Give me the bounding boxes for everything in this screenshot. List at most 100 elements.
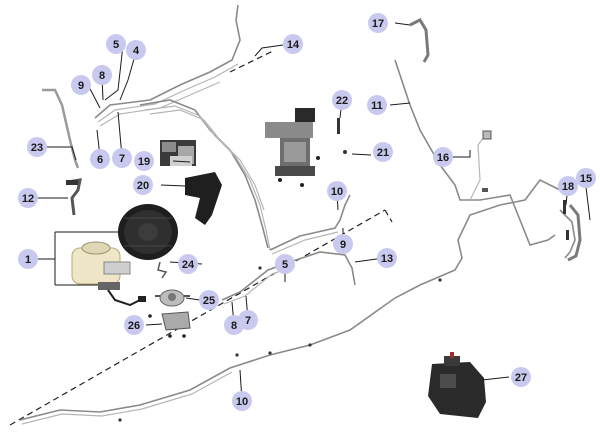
- hose-15: [567, 204, 582, 262]
- callout-circle: [178, 254, 198, 274]
- bolt-22: [337, 118, 340, 134]
- callout-6: 6: [90, 149, 110, 169]
- callout-circle: [18, 188, 38, 208]
- callout-number: 7: [245, 315, 251, 327]
- callout-circle: [92, 65, 112, 85]
- callout-5: 5: [106, 34, 126, 54]
- abs-module: [160, 140, 196, 166]
- callout-27: 27: [511, 367, 531, 387]
- callout-number: 8: [231, 320, 237, 332]
- callout-1: 1: [18, 249, 38, 269]
- callout-circle: [373, 142, 393, 162]
- callout-number: 11: [371, 100, 383, 112]
- callout-circle: [511, 367, 531, 387]
- callout-circle: [558, 176, 578, 196]
- callout-number: 13: [381, 253, 393, 265]
- callout-25: 25: [199, 290, 219, 310]
- frame-rail-dashed-line-2: [384, 209, 393, 223]
- callout-26: 26: [124, 315, 144, 335]
- callout-number: 4: [133, 45, 140, 57]
- sensor-25: [155, 289, 190, 307]
- callout-number: 23: [31, 142, 43, 154]
- callout-circle: [275, 254, 295, 274]
- callout-circle: [199, 290, 219, 310]
- callout-number: 5: [113, 39, 119, 51]
- callout-number: 8: [99, 70, 105, 82]
- callout-12: 12: [18, 188, 38, 208]
- bracket-16: [482, 130, 492, 192]
- callout-number: 10: [236, 396, 248, 408]
- callout-9: 9: [71, 75, 91, 95]
- callout-number: 12: [22, 193, 34, 205]
- callout-number: 10: [331, 186, 343, 198]
- callout-circle: [327, 181, 347, 201]
- clip-24: [157, 261, 168, 279]
- callout-circle: [106, 34, 126, 54]
- callout-number: 7: [119, 153, 125, 165]
- callout-circle: [134, 151, 154, 171]
- callout-4: 4: [126, 40, 146, 60]
- callout-16: 16: [433, 147, 453, 167]
- hose-17: [409, 18, 430, 63]
- bracket-26: [148, 311, 191, 338]
- fitting-18: [563, 200, 569, 240]
- brake-line-right-branch: [394, 59, 576, 259]
- callout-17: 17: [368, 13, 388, 33]
- callout-number: 21: [377, 147, 389, 159]
- callout-number: 14: [287, 39, 300, 51]
- callout-circle: [333, 234, 353, 254]
- callout-number: 1: [25, 254, 31, 266]
- callout-circle: [112, 148, 132, 168]
- callout-20: 20: [133, 175, 153, 195]
- callout-circle: [576, 168, 596, 188]
- callout-circle: [71, 75, 91, 95]
- hose-12: [66, 178, 82, 216]
- callout-number: 18: [562, 181, 574, 193]
- callout-23: 23: [27, 137, 47, 157]
- callout-circle: [367, 95, 387, 115]
- callout-24: 24: [178, 254, 198, 274]
- callout-8: 8: [92, 65, 112, 85]
- callout-5: 5: [275, 254, 295, 274]
- callout-circle: [90, 149, 110, 169]
- callout-circle: [224, 315, 244, 335]
- callout-14: 14: [283, 34, 303, 54]
- callout-circle: [27, 137, 47, 157]
- leader-1: [38, 231, 120, 286]
- callout-19: 19: [134, 151, 154, 171]
- callout-number: 22: [336, 95, 348, 107]
- abs-bracket: [185, 172, 222, 225]
- frame-rail-dashed-line: [9, 49, 386, 426]
- callout-number: 17: [372, 18, 384, 30]
- hose-23: [42, 88, 80, 169]
- callout-circle: [332, 90, 352, 110]
- brake-line-rear-long: [19, 178, 561, 425]
- brake-line-bundle-upper: [94, 4, 271, 251]
- callout-number: 5: [282, 259, 288, 271]
- callout-8: 8: [224, 315, 244, 335]
- callout-circle: [283, 34, 303, 54]
- callout-22: 22: [332, 90, 352, 110]
- callout-number: 15: [580, 173, 592, 185]
- valve-assembly: [265, 108, 320, 187]
- callout-10: 10: [232, 391, 252, 411]
- callout-9: 9: [333, 234, 353, 254]
- callout-7: 7: [112, 148, 132, 168]
- brake-booster: [118, 204, 178, 260]
- callout-10: 10: [327, 181, 347, 201]
- master-cylinder: [71, 241, 146, 307]
- callout-number: 19: [138, 156, 150, 168]
- callout-13: 13: [377, 248, 397, 268]
- callout-number: 25: [203, 295, 215, 307]
- callout-number: 20: [137, 180, 149, 192]
- callout-number: 9: [340, 239, 346, 251]
- callout-circle: [126, 40, 146, 60]
- callout-11: 11: [367, 95, 387, 115]
- callout-circle: [133, 175, 153, 195]
- callout-18: 18: [558, 176, 578, 196]
- callout-number: 24: [182, 259, 195, 271]
- callout-21: 21: [373, 142, 393, 162]
